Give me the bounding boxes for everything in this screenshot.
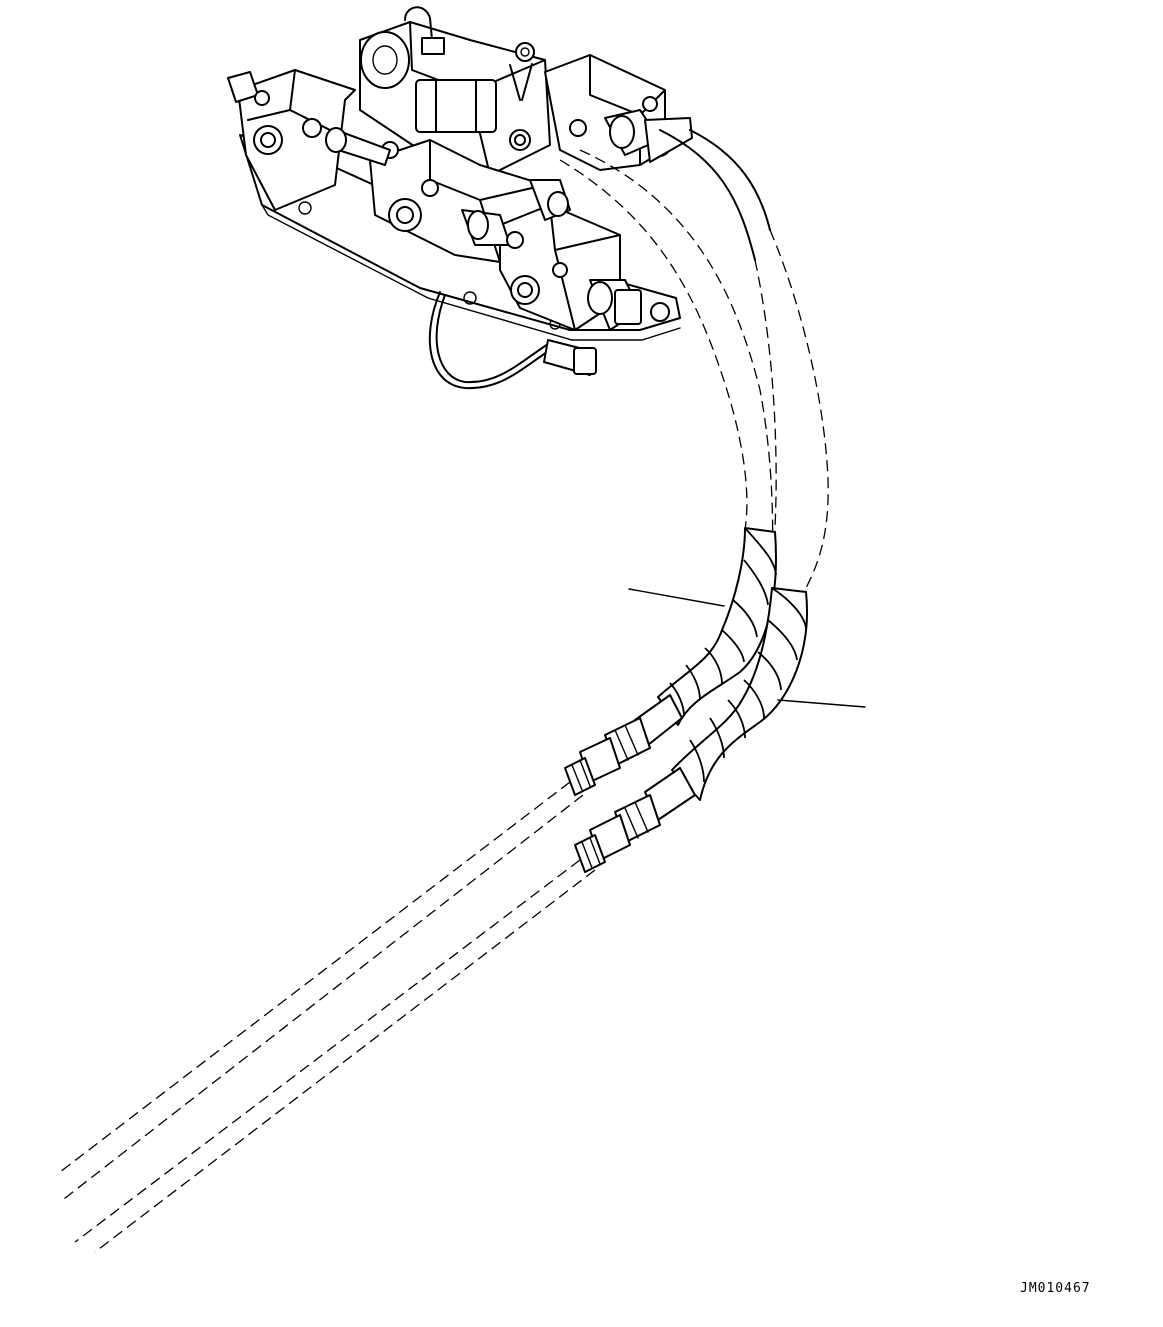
hose-upper-assembly bbox=[559, 129, 829, 591]
valve-assembly bbox=[227, 6, 693, 390]
spiral-guard-right bbox=[671, 587, 808, 801]
drawing-number: JM010467 bbox=[1020, 1281, 1091, 1296]
leader-lines bbox=[628, 588, 866, 708]
hose-lower-assembly bbox=[59, 781, 596, 1253]
hose-fitting-left bbox=[564, 694, 683, 796]
hose-fitting-right bbox=[574, 767, 696, 873]
